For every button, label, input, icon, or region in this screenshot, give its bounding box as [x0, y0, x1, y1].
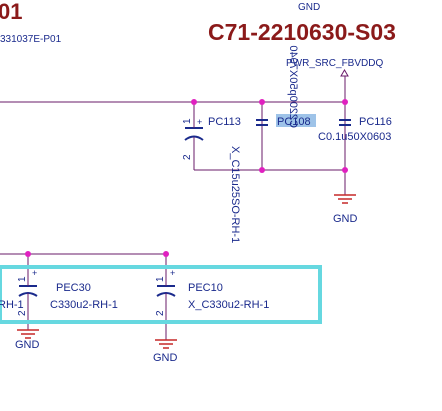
gnd-label-pec10: GND [153, 352, 178, 364]
pc113-pin2: 2 [182, 154, 193, 160]
gnd-label-pec30: GND [15, 339, 40, 351]
pc113-ref: PC113 [208, 116, 241, 128]
capacitor-pc116[interactable] [339, 119, 351, 126]
doc-code-fragment: 331037E-P01 [0, 34, 62, 45]
board-title: C71-2210630-S03 [208, 19, 396, 45]
pc116-ref: PC116 [359, 116, 392, 128]
pc113-plus: + [197, 117, 202, 127]
ground-symbol-pec10 [155, 339, 177, 349]
power-rail-wires [0, 76, 346, 195]
pec10-plus: + [170, 268, 175, 278]
capacitor-pec30[interactable] [18, 280, 38, 304]
capacitor-pec10[interactable] [156, 280, 176, 304]
pec30-ref: PEC30 [56, 282, 91, 294]
left-partial-value: RH-1 [0, 299, 24, 311]
capacitor-pc113[interactable] [184, 112, 204, 152]
pec10-pin2: 2 [155, 310, 166, 316]
power-source-arrow [340, 69, 349, 77]
pec10-value: X_C330u2-RH-1 [188, 299, 269, 311]
pec30-plus: + [32, 268, 37, 278]
pec30-pin1: 1 [17, 276, 28, 282]
pec10-pin1: 1 [155, 276, 166, 282]
junction-dots [25, 99, 348, 257]
gnd-label-pc116: GND [333, 213, 358, 225]
pc108-ref-highlight [276, 114, 316, 127]
power-source-label: PWR_SRC_FBVDDQ [286, 58, 383, 69]
pc113-pin1: 1 [182, 118, 193, 124]
pc108-value: C2200p50X7040 [287, 45, 299, 128]
ground-symbol-pc116 [334, 194, 356, 204]
pc116-value: C0.1u50X0603 [318, 131, 391, 143]
highlight-box [0, 265, 322, 324]
capacitor-pc108[interactable] [256, 119, 268, 126]
top-left-fragment: 01 [0, 0, 22, 24]
top-gnd-label: GND [298, 2, 320, 13]
pec30-value: C330u2-RH-1 [50, 299, 118, 311]
pec10-ref: PEC10 [188, 282, 223, 294]
pec30-pin2: 2 [17, 310, 28, 316]
ground-symbol-pec30 [17, 329, 39, 339]
pc108-ref: PC108 [277, 116, 311, 128]
pc113-value: X_C15u25SO-RH-1 [229, 146, 241, 243]
